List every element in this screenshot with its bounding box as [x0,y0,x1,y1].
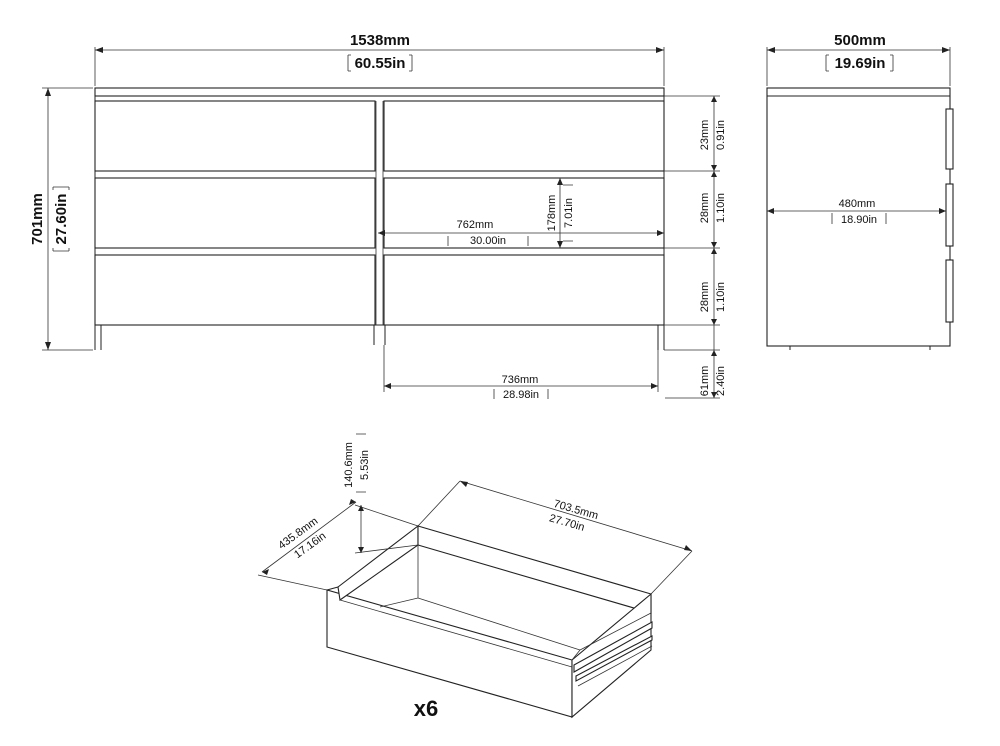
drawer-edge [945,108,954,170]
drawer-edge [945,183,954,247]
side-view [766,87,954,350]
gap-1-mm-label: 23mm [699,120,711,151]
drawer-front [94,177,376,249]
width-mm-label: 1538mm [350,32,410,49]
width-in-label: 60.55in [355,55,406,72]
dimension-side-depth: 500mm 19.69in [766,32,951,86]
half-width-in-label: 28.98in [503,389,539,401]
drawer-front [94,100,376,172]
gap-2-in-label: 1.10in [715,193,727,223]
drawer-quantity-label: x6 [414,696,438,721]
inner-depth-mm-label: 480mm [839,198,876,210]
drawer-isometric [326,524,653,719]
inner-depth-in-label: 18.90in [841,214,877,226]
drawer-right-side [571,592,652,719]
front-view [94,87,665,350]
gap-1-in-label: 0.91in [715,120,727,150]
front-top-plate [94,87,665,97]
inner-width-mm-label: 762mm [457,219,494,231]
gap-3-in-label: 1.10in [715,282,727,312]
dimension-drawer-height: 140.6mm 5.53in [343,433,419,554]
gap-3-mm-label: 28mm [699,282,711,313]
dimension-overall-height: 701mm 27.60in [29,87,93,351]
drawer-height-mm-label: 178mm [546,195,558,232]
side-panel [766,87,951,347]
drawer-front [94,254,376,326]
dimension-inner-width: 762mm 30.00in [378,219,664,247]
depth-in-label: 19.69in [835,55,886,72]
height-in-label: 27.60in [53,194,70,245]
dimension-gaps: 23mm 0.91in 28mm 1.10in 28mm 1.10in 61mm… [664,95,727,399]
depth-mm-label: 500mm [834,32,886,49]
drawer-left-side [337,524,419,601]
drawer-h-in-label: 5.53in [359,450,371,480]
drawer-back-panel [417,525,652,614]
drawer-front-panel [326,589,573,718]
inner-width-in-label: 30.00in [470,235,506,247]
dimension-drawer-depth: 435.8mm 17.16in [257,499,357,591]
drawer-h-mm-label: 140.6mm [343,442,355,488]
gap-4-mm-label: 61mm [699,366,711,397]
gap-2-mm-label: 28mm [699,193,711,224]
drawer-front [383,177,665,249]
gap-4-in-label: 2.40in [715,366,727,396]
dimension-drawer-height: 178mm 7.01in [546,178,575,248]
half-width-mm-label: 736mm [502,374,539,386]
drawer-edge [945,259,954,323]
dimension-overall-width: 1538mm 60.55in [94,32,665,86]
dimension-side-inner-depth: 480mm 18.90in [767,198,946,226]
dimension-half-width: 736mm 28.98in [383,345,659,401]
drawer-height-in-label: 7.01in [563,198,575,228]
height-mm-label: 701mm [29,193,46,245]
drawer-front [383,254,665,326]
drawer-front [383,100,665,172]
